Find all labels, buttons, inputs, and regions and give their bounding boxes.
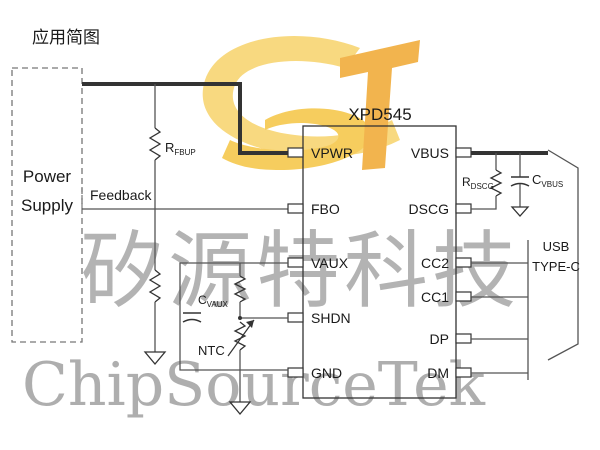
rfbup-label: RFBUP [165, 140, 196, 157]
pin-fbo [287, 203, 304, 214]
usb-connector-outline [547, 149, 579, 361]
rfbup-resistor [148, 127, 162, 161]
pin-vpwr [287, 147, 304, 158]
pin-label-vbus: VBUS [411, 145, 449, 161]
ntc-resistor [233, 321, 247, 351]
pin-label-cc1: CC1 [421, 289, 449, 305]
chip-name: XPD545 [348, 105, 411, 124]
left-pins [287, 147, 304, 378]
pin-vaux [287, 257, 304, 268]
pin-label-vpwr: VPWR [311, 145, 353, 161]
pin-label-cc2: CC2 [421, 255, 449, 271]
pin-label-fbo: FBO [311, 201, 340, 217]
power-supply-box [11, 67, 83, 343]
shdn-node-dot [238, 316, 242, 320]
ntc-arrow-head [246, 320, 254, 328]
usb-label-line1: USB [543, 239, 570, 254]
pin-dm [455, 367, 472, 378]
watermark-latin: ChipSourceTek [22, 350, 486, 420]
feedback-label: Feedback [90, 187, 152, 203]
ground-symbol-cvbus [510, 206, 530, 217]
pin-vbus [455, 147, 472, 158]
power-supply-line1: Power [23, 167, 72, 186]
pin-dscg [455, 203, 472, 214]
pin-label-dscg: DSCG [409, 201, 449, 217]
ground-symbol-bottom [228, 401, 252, 416]
pin-gnd [287, 367, 304, 378]
vaux-wire [179, 262, 288, 371]
ntc-arrow-line [227, 319, 255, 357]
rdscg-label: RDSCG [462, 175, 494, 191]
pin-label-gnd: GND [311, 365, 342, 381]
ntc-label: NTC [198, 343, 225, 358]
right-pins [455, 147, 472, 378]
pin-label-vaux: VAUX [311, 255, 349, 271]
power-supply-line2: Supply [21, 196, 73, 215]
pin-shdn [287, 312, 304, 323]
rfbdn-resistor [148, 269, 162, 303]
rdscg-wire-bottom [471, 196, 497, 210]
cvbus-label: CVBUS [532, 172, 563, 189]
pin-label-dm: DM [427, 365, 449, 381]
pin-dp [455, 333, 472, 344]
usb-label-line2: TYPE-C [532, 259, 580, 274]
vpwr-power-wire [82, 82, 288, 155]
cvaux-label: CVAUX [198, 293, 229, 309]
pin-label-shdn: SHDN [311, 310, 351, 326]
watermark-chinese: 矽源特科技 [80, 222, 520, 320]
ground-symbol-left [143, 351, 167, 366]
pin-cc2 [455, 257, 472, 268]
connector-wires [471, 240, 529, 380]
vaux-resistor [233, 275, 247, 303]
page-title: 应用简图 [32, 28, 100, 47]
rdscg-resistor [489, 169, 503, 197]
pin-cc1 [455, 291, 472, 302]
cvbus-plate-bottom [510, 182, 530, 187]
cvaux-plate-bottom [182, 318, 202, 323]
pin-label-dp: DP [430, 331, 449, 347]
